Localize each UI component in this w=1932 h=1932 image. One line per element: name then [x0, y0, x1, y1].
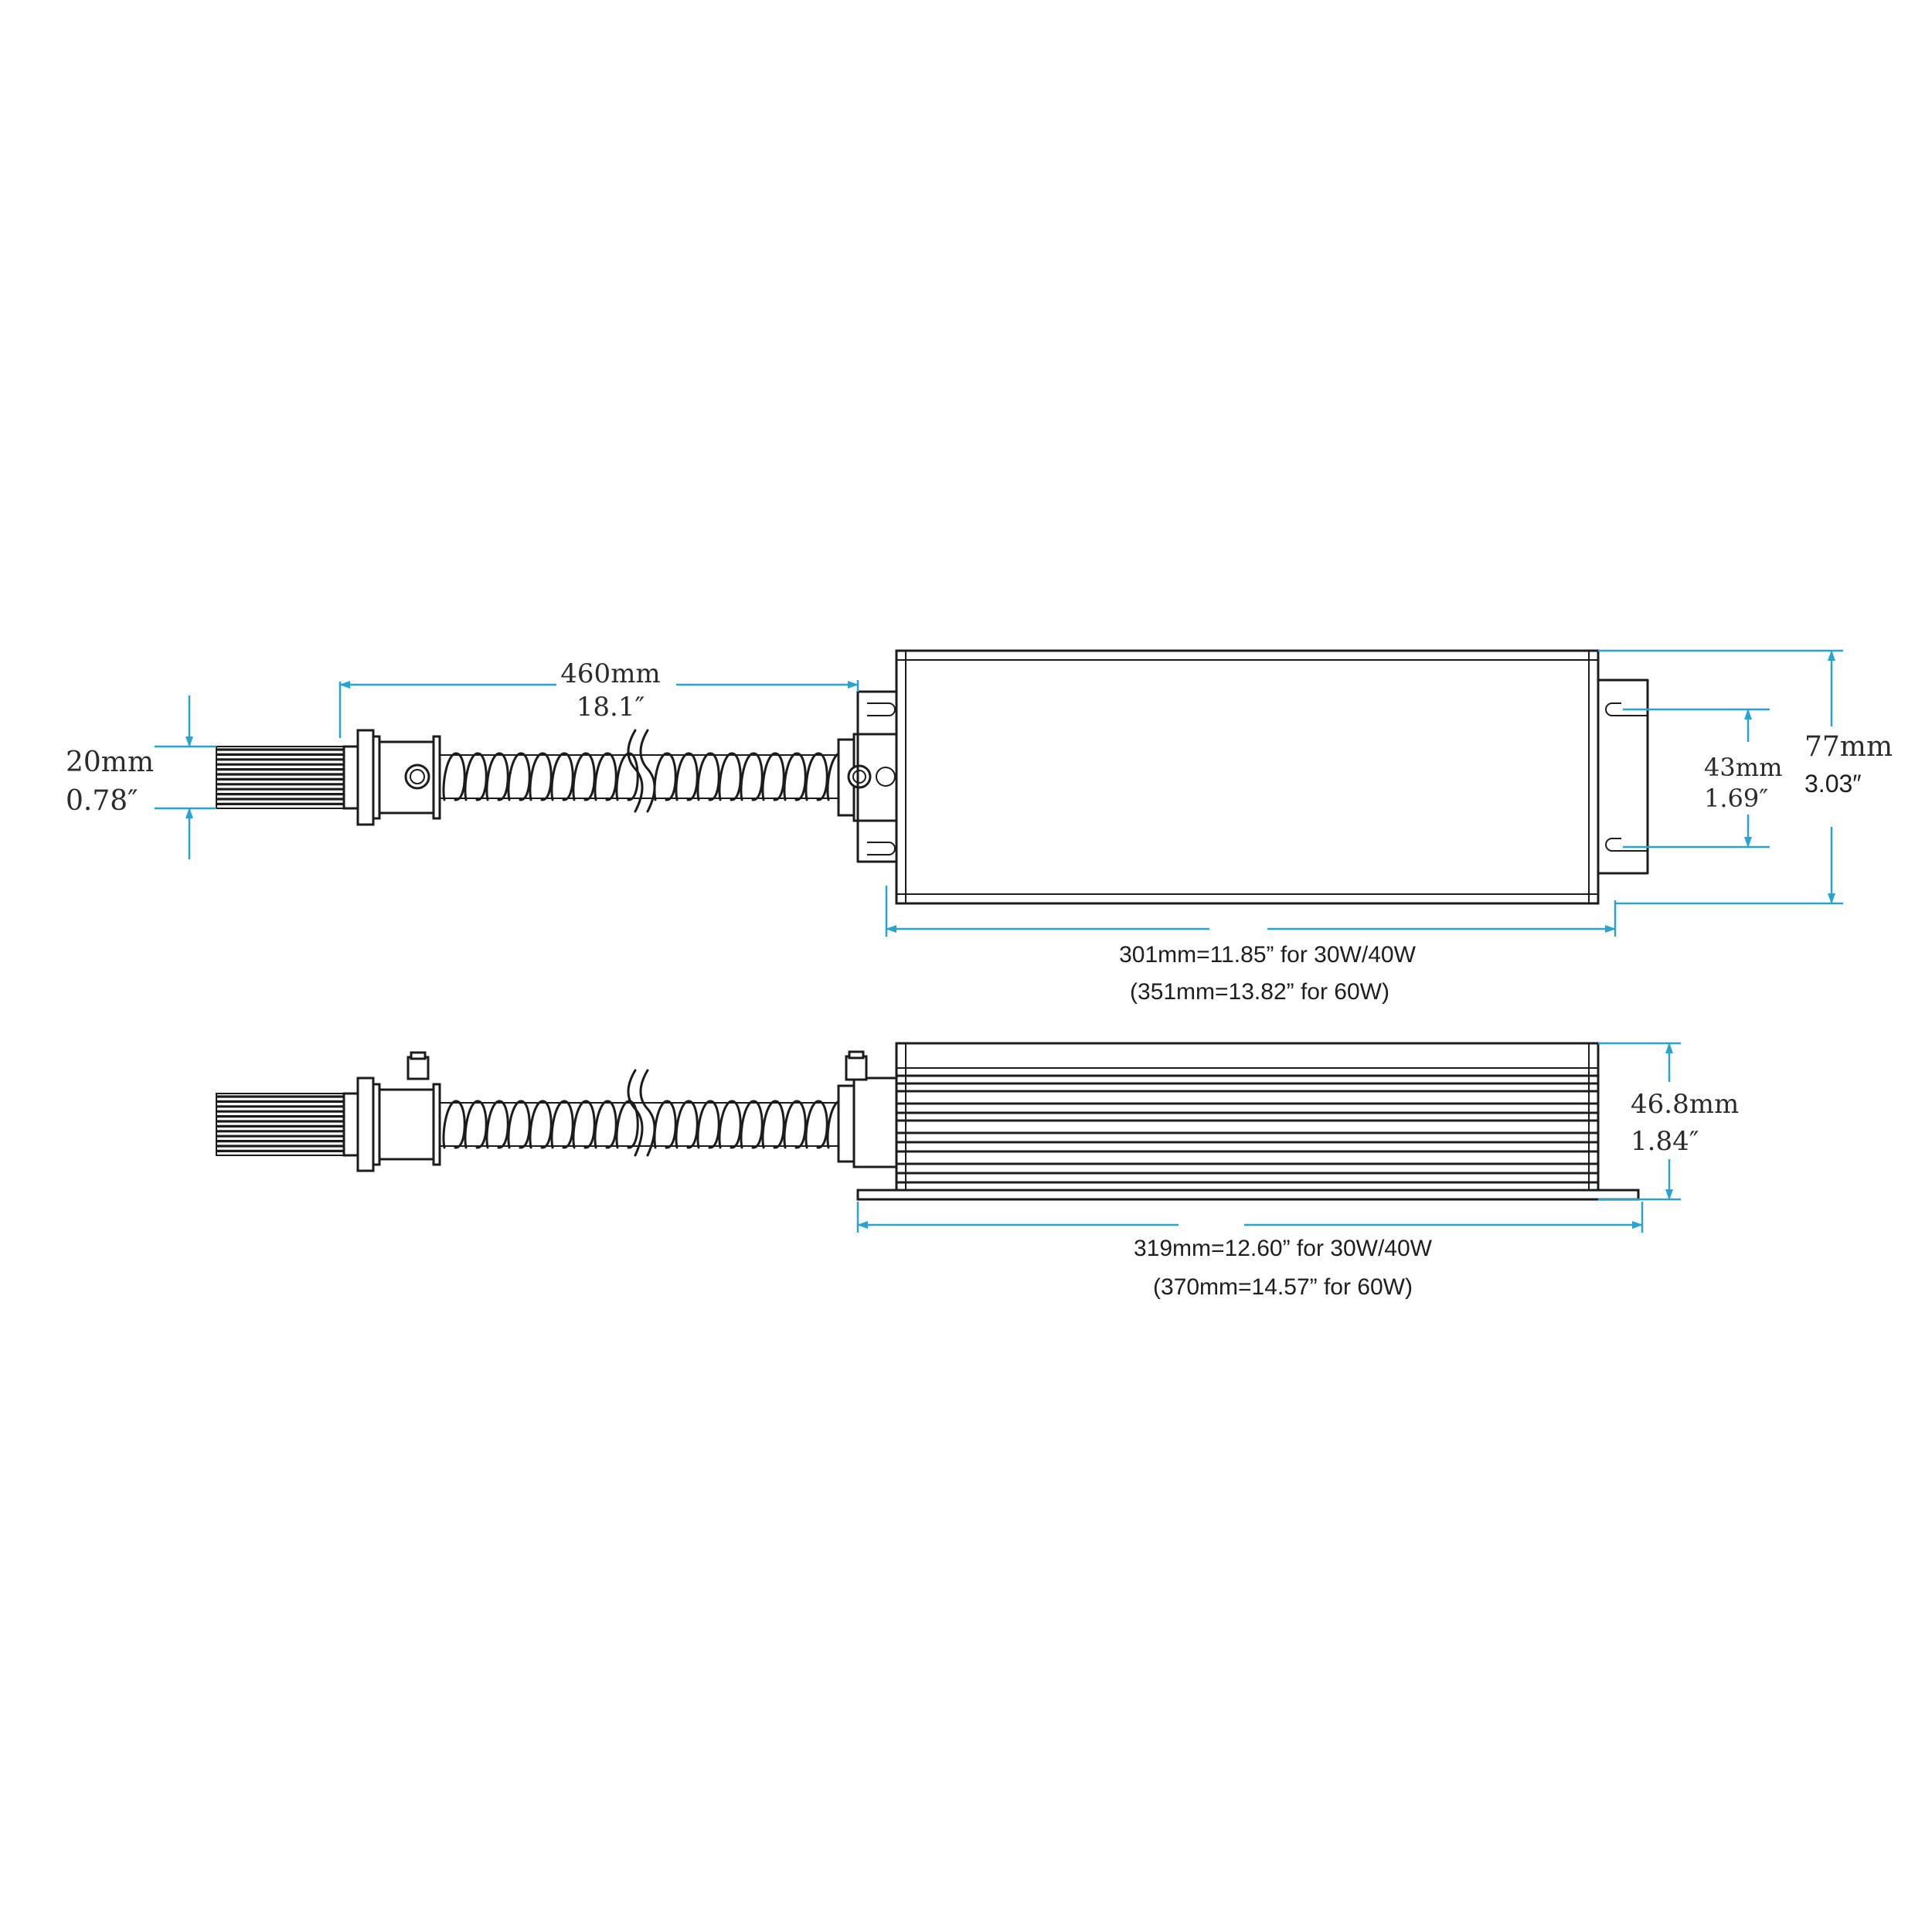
conduit-coil [464, 752, 488, 801]
conduit-coil [653, 1100, 677, 1149]
conduit-coil [675, 1100, 699, 1149]
conduit-coil [464, 1100, 488, 1149]
conduit-coil [442, 1100, 466, 1149]
mount-spacing-inch: 1.69″ [1704, 784, 1768, 813]
conduit-coil [485, 1100, 509, 1149]
conduit-coil [804, 1100, 828, 1149]
conduit-coil [718, 1100, 742, 1149]
conduit-coil [529, 752, 553, 801]
housing-length-top-line2: (351mm=13.82” for 60W) [1130, 979, 1389, 1005]
conduit-coil [783, 1100, 807, 1149]
connector-side [837, 1050, 898, 1168]
housing-length-side-line1: 319mm=12.60” for 30W/40W [1134, 1236, 1433, 1261]
conduit-coil [550, 1100, 574, 1149]
side-view: 46.8mm 1.84″ 319mm=12.60” for 30W/40W (3… [216, 1042, 1739, 1300]
housing-length-top-line1: 301mm=11.85” for 30W/40W [1119, 942, 1416, 968]
conduit-coil [761, 1100, 785, 1149]
conduit-coil [485, 752, 509, 801]
cable-gland-side [342, 1051, 441, 1172]
top-view: 460mm 18.1″ 20mm 0.78″ 43mm 1.69″ [66, 649, 1893, 1005]
housing-depth-inch: 1.84″ [1631, 1126, 1699, 1157]
conduit-coil [783, 752, 807, 801]
conduit-coil [572, 752, 596, 801]
dimension-housing-length-side: 319mm=12.60” for 30W/40W (370mm=14.57” f… [856, 1202, 1644, 1300]
conduit-coil [675, 752, 699, 801]
conduit-coil [718, 752, 742, 801]
conduit-coil [507, 1100, 531, 1149]
conduit-coil [594, 1100, 617, 1149]
flex-conduit-top [440, 729, 850, 813]
conduit-coil [740, 1100, 764, 1149]
housing-height-inch: 3.03″ [1804, 770, 1862, 798]
conduit-coil [696, 1100, 720, 1149]
housing-side [856, 1042, 1640, 1201]
housing-top [895, 649, 1600, 905]
conduit-coil [594, 752, 617, 801]
housing-depth-mm: 46.8mm [1631, 1089, 1739, 1120]
dimension-cable-length: 460mm 18.1″ [338, 658, 859, 738]
cable-length-mm: 460mm [560, 658, 660, 689]
wire-bundle-side [216, 1093, 345, 1156]
conduit-coil [550, 752, 574, 801]
housing-length-side-line2: (370mm=14.57” for 60W) [1153, 1274, 1413, 1300]
conduit-coil [442, 752, 466, 801]
mount-spacing-mm: 43mm [1704, 753, 1782, 782]
conduit-coil [653, 752, 677, 801]
housing-height-mm: 77mm [1804, 731, 1893, 763]
conduit-coil [740, 752, 764, 801]
wire-bundle-top [216, 746, 345, 809]
dimension-wire-bundle: 20mm 0.78″ [66, 696, 216, 859]
conduit-coil [572, 1100, 596, 1149]
dimension-housing-depth: 46.8mm 1.84″ [1598, 1042, 1739, 1201]
dimension-mount-spacing: 43mm 1.69″ [1623, 708, 1782, 849]
dimension-housing-height: 77mm 3.03″ [1598, 649, 1893, 905]
cable-length-inch: 18.1″ [577, 692, 645, 723]
dimension-housing-length-top: 301mm=11.85” for 30W/40W (351mm=13.82” f… [885, 886, 1617, 1005]
connector-top [837, 690, 898, 863]
conduit-coil [696, 752, 720, 801]
conduit-coil [529, 1100, 553, 1149]
flex-conduit-side [440, 1069, 850, 1157]
mount-flange-right-top [1597, 679, 1649, 875]
cable-gland-top [342, 729, 441, 826]
wire-bundle-mm: 20mm [66, 747, 154, 778]
conduit-coil [615, 752, 639, 801]
wire-bundle-inch: 0.78″ [66, 785, 138, 817]
conduit-coil [507, 752, 531, 801]
conduit-coil [761, 752, 785, 801]
conduit-coil [804, 752, 828, 801]
